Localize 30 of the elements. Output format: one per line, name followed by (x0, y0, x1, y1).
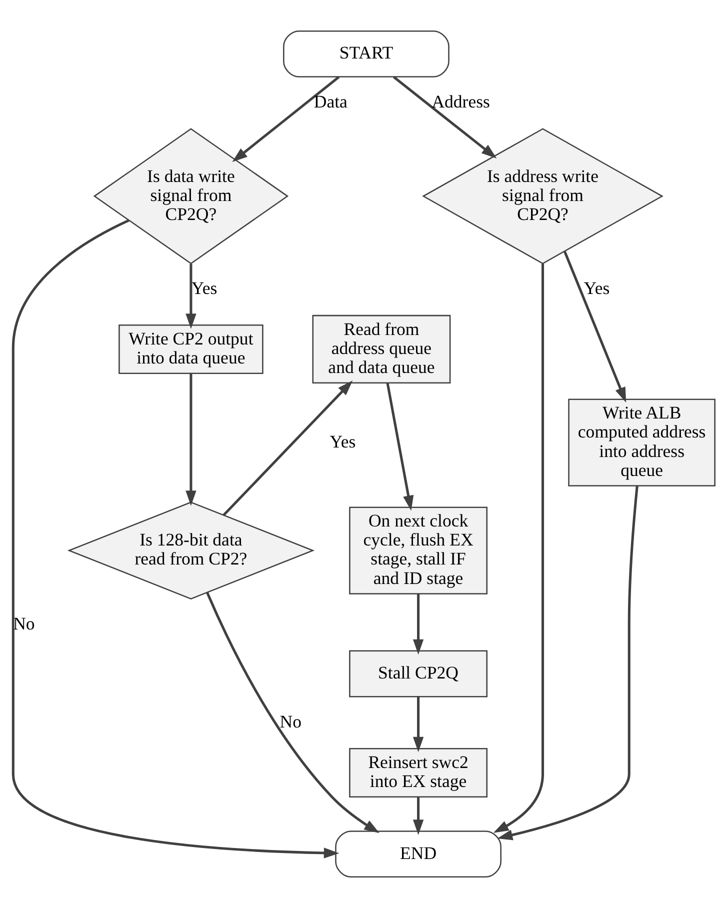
arrow (412, 797, 424, 835)
arrow (412, 594, 424, 655)
edge-label: Address (432, 92, 490, 112)
node-box: START (283, 30, 450, 78)
arrow (206, 592, 380, 834)
arrow (222, 380, 353, 516)
arrow (186, 264, 196, 329)
arrow (186, 374, 196, 506)
arrow (393, 76, 497, 158)
arrow (232, 76, 340, 162)
node-box: Reinsert swc2 into EX stage (349, 748, 488, 798)
arrow (386, 383, 414, 511)
node-box: Stall CP2Q (349, 650, 488, 698)
edge-label: Data (314, 92, 348, 112)
node-box: On next clock cycle, flush EX stage, stall IF and ID stage (349, 506, 488, 594)
arrow (412, 696, 424, 752)
arrow (12, 219, 340, 858)
node-box: Read from address queue and data queue (312, 314, 451, 384)
node-diamond: Is 128-bit data read from CP2? (67, 502, 315, 600)
node-box: Write ALB computed address into address queue (568, 398, 716, 486)
arrow (497, 486, 638, 840)
edge-label: No (280, 711, 302, 732)
edge-label: Yes (584, 278, 610, 298)
node-box: Write CP2 output into data queue (118, 324, 264, 374)
arrow (564, 251, 626, 403)
node-diamond: Is address write signal from CP2Q? (422, 128, 664, 264)
node-box: END (335, 830, 502, 878)
edge-label: Yes (330, 431, 356, 452)
arrow (493, 264, 544, 833)
node-diamond: Is data write signal from CP2Q? (93, 128, 289, 264)
